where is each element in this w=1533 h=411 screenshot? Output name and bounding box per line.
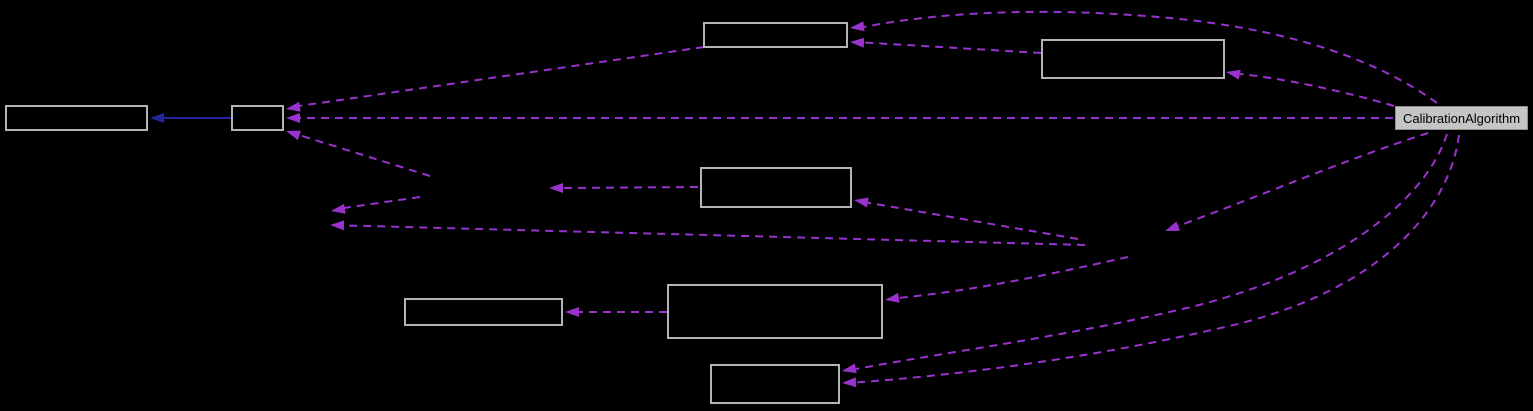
class-node-left[interactable] bbox=[5, 105, 148, 131]
edge-long-to-left-arrowhead bbox=[330, 220, 345, 231]
edge-calib-to-topcenter-arc-arrowhead bbox=[850, 21, 865, 32]
edge-calib-to-bottom-outer bbox=[855, 134, 1460, 384]
edge-hub-to-middle-arrowhead bbox=[854, 197, 869, 208]
edge-calib-to-bottom-inner bbox=[855, 133, 1448, 370]
edge-topcenter-to-small bbox=[298, 46, 705, 107]
class-node-lower-left[interactable] bbox=[404, 298, 563, 326]
calibration-algorithm-node[interactable]: CalibrationAlgorithm bbox=[1395, 106, 1528, 130]
edge-calib-to-bottom-inner-arrowhead bbox=[842, 363, 857, 374]
class-node-top-right[interactable] bbox=[1041, 39, 1225, 79]
edge-diagonal-to-small bbox=[298, 134, 431, 177]
class-node-middle[interactable] bbox=[700, 167, 852, 208]
class-node-top-center[interactable] bbox=[703, 22, 848, 48]
edge-topcenter-to-small-arrowhead bbox=[286, 101, 301, 112]
edge-topright-to-topcenter-arrowhead bbox=[850, 37, 865, 48]
edge-hub-to-lowermid-arrowhead bbox=[885, 292, 900, 303]
edge-calib-to-topcenter-arc bbox=[863, 10, 1438, 104]
edge-calib-to-hub bbox=[1177, 132, 1429, 227]
edge-small-to-left-solid-arrowhead bbox=[150, 113, 164, 123]
edge-calib-to-small-horizontal-arrowhead bbox=[286, 113, 300, 123]
edge-stub-upper-left bbox=[343, 196, 421, 209]
edge-middle-to-left-stub-arrowhead bbox=[549, 183, 563, 193]
edge-calib-to-topright-arrowhead bbox=[1226, 69, 1241, 80]
edge-hub-to-lowermid bbox=[897, 256, 1129, 299]
class-node-bottom[interactable] bbox=[710, 364, 840, 404]
edge-diagonal-to-small-arrowhead bbox=[286, 130, 301, 141]
class-node-lower-mid[interactable] bbox=[667, 284, 883, 339]
edge-hub-to-middle bbox=[866, 201, 1079, 240]
edge-long-to-left bbox=[342, 224, 1086, 246]
edge-topright-to-topcenter bbox=[863, 41, 1042, 54]
class-node-small[interactable] bbox=[231, 105, 284, 131]
edge-stub-upper-left-arrowhead bbox=[331, 203, 346, 214]
edge-calib-to-hub-arrowhead bbox=[1165, 221, 1180, 231]
edge-lowermid-to-lowerleft-arrowhead bbox=[565, 307, 579, 317]
edge-calib-to-bottom-outer-arrowhead bbox=[842, 377, 857, 388]
edge-calib-to-topright bbox=[1239, 73, 1395, 107]
edge-middle-to-left-stub bbox=[561, 186, 699, 189]
